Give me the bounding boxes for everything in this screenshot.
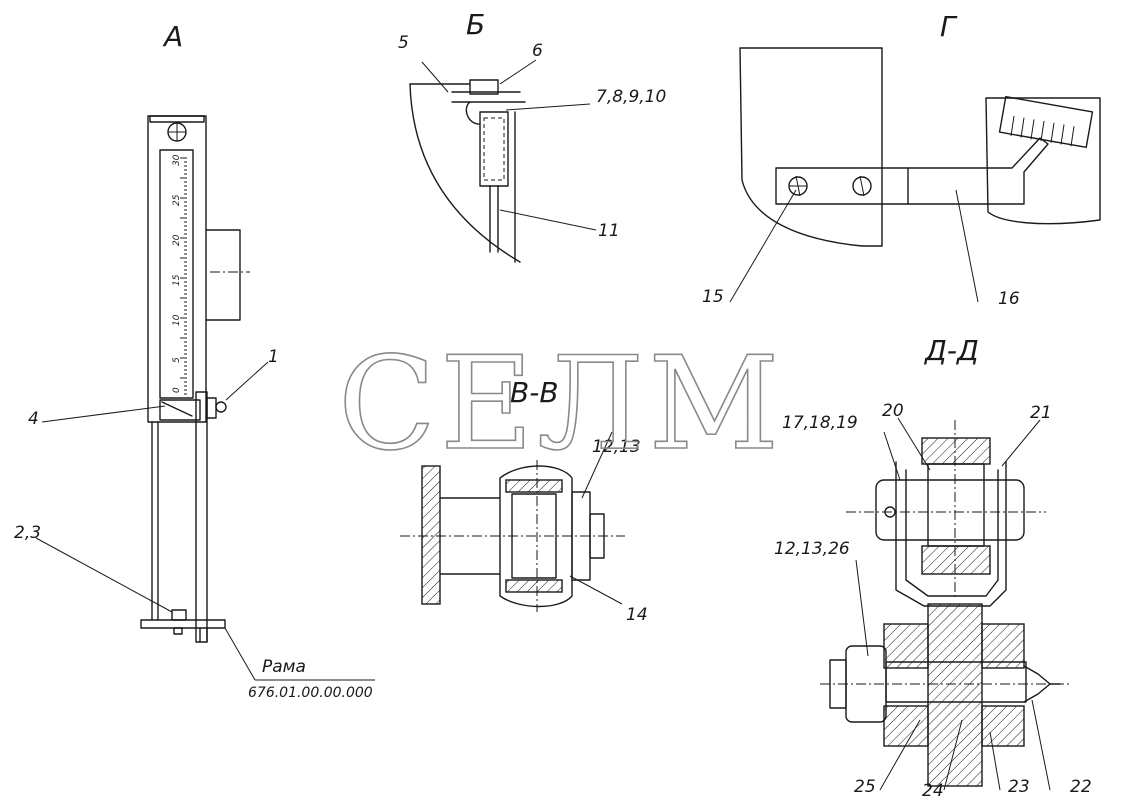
stem-24 <box>927 603 983 787</box>
bolt-1 <box>215 401 227 413</box>
dial-tick <box>1040 121 1045 142</box>
view-b: Б 5 6 7,8,9,10 11 <box>398 8 666 263</box>
scale-plate <box>998 95 1094 149</box>
scale-ticks <box>180 157 187 399</box>
bearing-inner <box>511 493 557 579</box>
wall-section <box>421 465 441 605</box>
scale-label: 0 <box>172 387 182 393</box>
view-a-title: А <box>162 20 183 53</box>
callout-6: 6 <box>532 41 543 61</box>
callout-7-10: 7,8,9,10 <box>596 87 666 107</box>
pointer-arm <box>907 137 1049 205</box>
callout-14: 14 <box>626 605 648 625</box>
dial-tick <box>1020 117 1025 138</box>
scale-label: 15 <box>172 274 182 286</box>
bearing-housing <box>499 465 573 608</box>
callout-12-13: 12,13 <box>592 437 641 457</box>
scale-label: 10 <box>172 314 182 326</box>
callout-25: 25 <box>854 777 876 797</box>
view-g-title: Г <box>940 10 958 43</box>
watermark: СЕЛМ <box>338 330 783 479</box>
dial-tick <box>1010 115 1015 137</box>
callout-11: 11 <box>598 221 620 241</box>
view-vv: В-В 12,13 14 <box>400 376 648 625</box>
sensor-housing <box>479 111 509 187</box>
hub-left-top <box>883 623 929 669</box>
frame-code: 676.01.00.00.000 <box>248 685 373 701</box>
scale-label: 30 <box>172 154 182 166</box>
callout-4: 4 <box>28 409 39 429</box>
scale-labels: 30 25 20 15 10 5 0 <box>172 154 182 393</box>
scale-label: 5 <box>172 357 182 363</box>
view-g: Г 15 16 <box>702 10 1101 309</box>
bracket <box>205 229 241 321</box>
upper-bushing <box>921 437 991 465</box>
dial-tick <box>1070 126 1075 147</box>
callout-22: 22 <box>1070 777 1092 797</box>
base-plate <box>140 619 226 629</box>
dial-tick <box>1030 119 1035 140</box>
mount-plate <box>775 167 909 205</box>
dial-plate <box>985 97 1101 225</box>
callout-2-3: 2,3 <box>14 523 41 543</box>
dial-tick <box>1060 124 1065 145</box>
scale-label: 20 <box>172 234 182 246</box>
housing-block <box>739 47 883 247</box>
scale-window <box>159 149 194 399</box>
frame-name: Рама <box>262 657 306 677</box>
scale-label: 25 <box>172 194 182 206</box>
view-vv-title: В-В <box>510 376 559 409</box>
axle-pin <box>885 661 1027 703</box>
callout-17-19: 17,18,19 <box>782 413 858 433</box>
callout-1: 1 <box>268 347 279 367</box>
view-dd-title: Д-Д <box>923 334 979 367</box>
view-dd: Д-Д 17,18,19 20 21 12,13 <box>774 334 1092 801</box>
pin-17 <box>875 479 1025 541</box>
callout-5: 5 <box>398 33 409 53</box>
callout-15: 15 <box>702 287 724 307</box>
callout-24: 24 <box>922 781 944 801</box>
callout-21: 21 <box>1030 403 1052 423</box>
callout-16: 16 <box>998 289 1020 309</box>
callout-12-13-26: 12,13,26 <box>774 539 850 559</box>
callout-23: 23 <box>1008 777 1030 797</box>
callout-20: 20 <box>882 401 904 421</box>
view-a: А 30 25 20 15 10 5 0 <box>14 20 375 701</box>
pointer-block <box>159 399 201 421</box>
slider-rod <box>195 391 208 643</box>
frame-edge <box>409 83 521 263</box>
view-b-title: Б <box>466 8 485 41</box>
dial-tick <box>1050 122 1055 143</box>
